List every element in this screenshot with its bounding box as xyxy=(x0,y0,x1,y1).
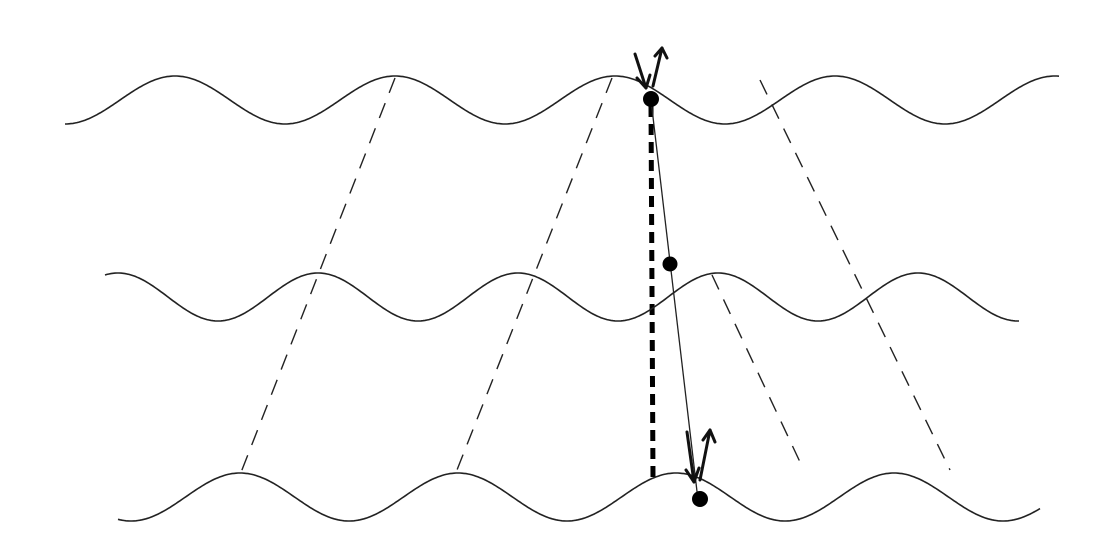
ray-4 xyxy=(711,274,801,463)
top-up-arrow xyxy=(651,46,664,88)
top-up-arrowhead xyxy=(653,46,669,60)
slanted-connector-line xyxy=(650,99,699,501)
middle-particle-dot xyxy=(662,256,678,272)
ray-1 xyxy=(239,77,396,476)
top-particle-dot xyxy=(643,91,659,107)
top-direction-arrows xyxy=(633,46,669,90)
bottom-down-arrowhead xyxy=(684,466,701,484)
middle-wave xyxy=(104,272,1019,322)
bottom-particle-dot xyxy=(692,491,708,507)
bottom-direction-arrows xyxy=(684,428,717,484)
dashed-rays xyxy=(239,77,951,476)
bottom-wave xyxy=(117,472,1041,522)
bottom-up-arrowhead xyxy=(701,428,717,444)
bottom-down-arrow xyxy=(685,430,696,484)
top-down-arrowhead xyxy=(635,73,652,90)
top-wave xyxy=(65,75,1060,125)
vertical-bold-dashed-line xyxy=(648,105,656,479)
ray-2 xyxy=(454,77,613,476)
top-down-arrow xyxy=(633,52,648,90)
ray-3 xyxy=(759,79,951,471)
bottom-up-arrow xyxy=(698,428,712,482)
